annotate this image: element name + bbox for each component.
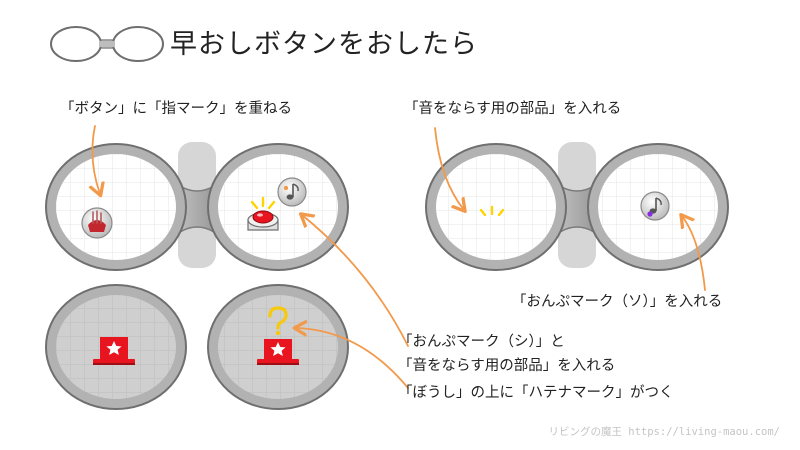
lens-top-middle [207,143,349,271]
caption-note-so: 「おんぷマーク（ソ）」を入れる [512,294,723,310]
caption-note-si-line1: 「おんぷマーク（シ）」と [398,334,565,350]
hat-star-icon [257,339,299,365]
music-note-icon [640,191,670,221]
caption-finger-overlay: 「ボタン」に「指マーク」を重ねる [60,101,292,117]
lens-top-left [45,143,187,271]
arrow-note-so [682,216,706,291]
caption-sound-part: 「音をならす用の部品」を入れる [404,101,622,117]
binoculars-icon [50,26,164,62]
sound-spark-icon [479,205,505,217]
arrow-hat-question [296,328,409,389]
hat-star-icon [93,337,135,365]
page-title: 早おしボタンをおしたら [170,29,478,60]
arrow-finger-overlay [92,125,100,194]
question-mark-icon [268,306,288,336]
arrow-note-si [302,215,409,347]
footer-credit: リビングの魔王 https://living-maou.com/ [548,426,780,438]
caption-hat-question: 「ぼうし」の上に「ハテナマーク」がつく [398,385,674,401]
sound-spark-icon [250,196,276,210]
red-button-icon [247,210,279,231]
caption-note-si-line2: 「音をならす用の部品」を入れる [398,358,616,374]
lens-top-right-a [425,143,567,271]
arrow-sound-part [434,127,464,210]
binoculars-right [425,142,729,271]
binoculars-left [45,142,349,271]
caption-note-si: 「おんぷマーク（シ）」と 「音をならす用の部品」を入れる [398,330,615,378]
finger-on-button-icon [81,207,113,239]
music-note-icon [277,177,307,207]
